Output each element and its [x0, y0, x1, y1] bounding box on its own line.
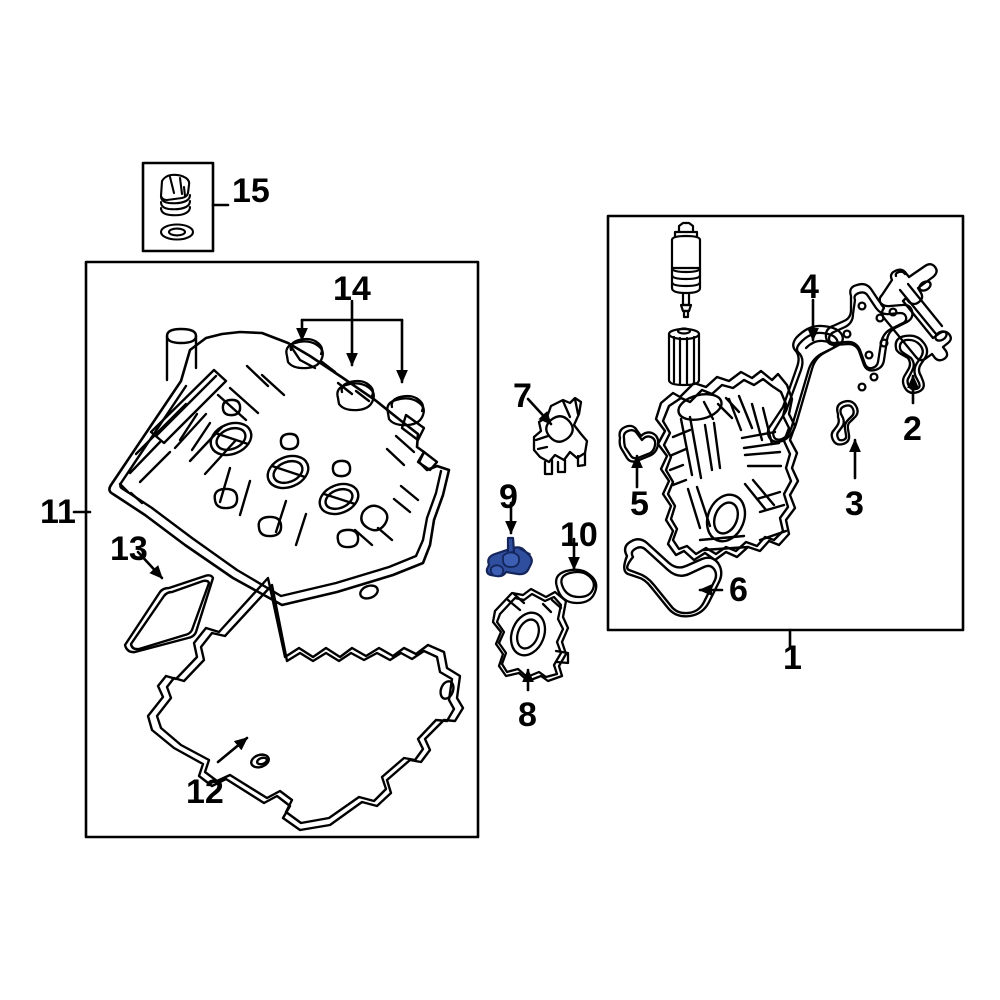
callout-label-2: 2: [903, 410, 922, 448]
callout-label-3: 3: [845, 485, 864, 523]
oil-filter-cap: [670, 221, 702, 319]
callout-label-13: 13: [110, 530, 148, 568]
valve-cover-gasket: [146, 576, 465, 832]
callout-label-12: 12: [186, 773, 224, 811]
tensioner-lever-assembly: [878, 263, 952, 362]
camshaft-bearing-bracket: [532, 396, 589, 476]
oil-filter-element: [667, 327, 701, 387]
timing-cover-gasket: [623, 538, 723, 618]
callout-label-6: 6: [729, 571, 748, 609]
callout-label-5: 5: [630, 485, 649, 523]
callout-label-10: 10: [560, 516, 598, 554]
seal-ring: [554, 568, 598, 605]
timing-cover: [654, 369, 800, 562]
callout-12-leader: [216, 736, 249, 764]
oil-separator-gasket: [123, 574, 215, 654]
callout-7-leader: [526, 397, 553, 426]
callout-13-leader: [136, 550, 164, 580]
timing-chain-guide-link: [830, 399, 859, 446]
oil-pump-chain-guide-seal: [894, 334, 929, 395]
callout-label-15: 15: [232, 172, 270, 210]
callout-label-14: 14: [333, 270, 371, 308]
camshaft-position-sensor-housing: [491, 587, 570, 683]
group-box-15: [141, 161, 215, 253]
callout-label-7: 7: [513, 377, 532, 415]
callout-14-bracket: [296, 299, 408, 384]
callout-label-8: 8: [518, 696, 537, 734]
oil-spray-nozzle-highlight: [485, 536, 533, 578]
callout-label-9: 9: [499, 478, 518, 516]
callout-label-11: 11: [40, 493, 76, 531]
callout-label-1: 1: [783, 639, 802, 677]
oil-filler-cap-o-ring: [159, 223, 195, 241]
valve-cover: [108, 327, 451, 607]
group-box-11: [84, 260, 480, 839]
callout-label-4: 4: [800, 268, 819, 306]
oil-filler-cap: [159, 173, 192, 217]
